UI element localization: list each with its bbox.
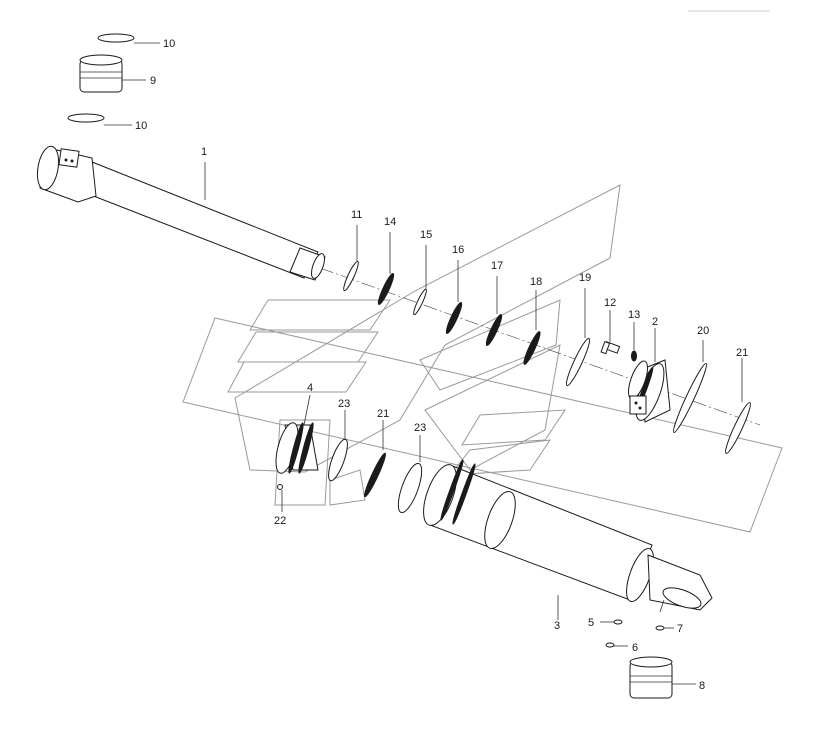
callout-8: 8 [699,680,705,692]
callout-12: 12 [604,297,616,309]
callout-10-top: 10 [163,38,175,50]
callout-6: 6 [632,642,638,654]
watermark-logo [182,184,783,533]
callout-16: 16 [452,244,464,256]
washer [631,350,637,362]
seal-ring-21-right [725,402,751,454]
seal-stack [343,260,591,387]
piston [275,422,319,474]
callout-23-right: 23 [414,422,426,434]
seal-ring-top [97,33,135,43]
bolt [600,340,621,355]
leader-lines [104,42,743,685]
callout-21-right: 21 [736,347,748,359]
seal-ring-20 [673,363,707,433]
callout-18: 18 [530,276,542,288]
callout-9: 9 [150,75,156,87]
assembly-axis [319,267,761,426]
callout-1: 1 [201,146,207,158]
callout-2: 2 [652,316,658,328]
barrel-bushing [629,656,673,699]
set-screw [277,484,283,490]
callout-13: 13 [628,309,640,321]
seal-ring-mid [67,113,105,123]
piston-rod [36,145,326,281]
callout-7: 7 [677,623,683,635]
callout-4: 4 [307,382,313,394]
seal-ring-21-left [363,452,387,498]
callout-5: 5 [588,617,594,629]
callout-15: 15 [420,229,432,241]
grease-fitting [613,619,623,625]
callout-labels: 10 9 10 1 11 14 15 16 17 18 19 12 13 2 2… [135,38,748,692]
callout-3: 3 [554,620,560,632]
callout-20: 20 [697,325,709,337]
rod-eye-bushing [79,54,123,93]
callout-10-mid: 10 [135,120,147,132]
pin [605,642,615,648]
callout-19: 19 [579,272,591,284]
callout-14: 14 [384,216,396,228]
cylinder-barrel [423,459,713,611]
callout-22: 22 [274,515,286,527]
guide-sleeve [628,359,671,423]
callout-21-left: 21 [377,408,389,420]
callout-11: 11 [351,209,362,221]
lock-ring [655,625,665,631]
callout-17: 17 [491,260,503,272]
callout-23-left: 23 [338,398,350,410]
wear-ring-right [397,462,423,514]
wear-ring-left [328,438,348,482]
